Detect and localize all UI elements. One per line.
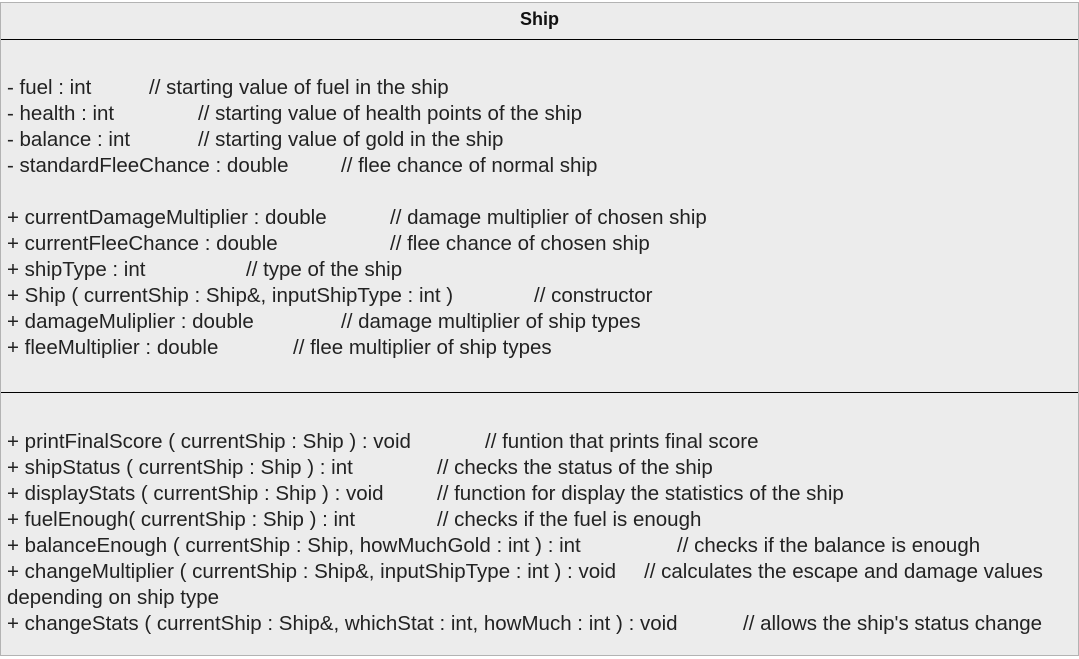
operation-change-stats: + changeStats ( currentShip : Ship&, whi… [7, 611, 1042, 637]
attribute-current-flee-chance: + currentFleeChance : double // flee cha… [7, 231, 650, 257]
attribute-comment: // flee multiplier of ship types [293, 336, 552, 359]
attributes-section: - fuel : int // starting value of fuel i… [1, 40, 1078, 393]
attribute-comment: // flee chance of chosen ship [390, 232, 650, 255]
attribute-signature: + fleeMultiplier : double [7, 336, 219, 359]
operation-ship-status: + shipStatus ( currentShip : Ship ) : in… [7, 455, 713, 481]
attribute-comment: // starting value of health points of th… [198, 102, 583, 125]
class-name: Ship [1, 3, 1078, 40]
operation-change-multiplier: + changeMultiplier ( currentShip : Ship&… [7, 559, 1075, 611]
attribute-fuel: - fuel : int // starting value of fuel i… [7, 75, 449, 101]
attribute-comment: // flee chance of normal ship [341, 154, 598, 177]
attribute-signature: - balance : int [7, 128, 131, 151]
operation-signature: + fuelEnough( currentShip : Ship ) : int [7, 508, 356, 531]
operation-comment: // checks the status of the ship [437, 456, 713, 479]
attribute-signature: + shipType : int [7, 258, 146, 281]
operation-comment: // calculates the escape and damage valu… [7, 560, 1043, 609]
operation-display-stats: + displayStats ( currentShip : Ship ) : … [7, 481, 844, 507]
attribute-signature: - standardFleeChance : double [7, 154, 289, 177]
operation-print-final-score: + printFinalScore ( currentShip : Ship )… [7, 429, 758, 455]
operation-comment: // checks if the fuel is enough [437, 508, 702, 531]
attribute-signature: - fuel : int [7, 76, 92, 99]
operations-section: + printFinalScore ( currentShip : Ship )… [1, 393, 1078, 655]
operation-signature: + changeMultiplier ( currentShip : Ship&… [7, 560, 617, 583]
attribute-comment: // starting value of fuel in the ship [149, 76, 449, 99]
constructor-ship: + Ship ( currentShip : Ship&, inputShipT… [7, 283, 653, 309]
attribute-standard-flee-chance: - standardFleeChance : double // flee ch… [7, 153, 597, 179]
operation-signature: + shipStatus ( currentShip : Ship ) : in… [7, 456, 353, 479]
operation-comment: // checks if the balance is enough [677, 534, 981, 557]
operation-signature: + displayStats ( currentShip : Ship ) : … [7, 482, 384, 505]
attribute-signature: + Ship ( currentShip : Ship&, inputShipT… [7, 284, 454, 307]
attribute-health: - health : int // starting value of heal… [7, 101, 582, 127]
attribute-signature: + currentFleeChance : double [7, 232, 278, 255]
attribute-balance: - balance : int // starting value of gol… [7, 127, 503, 153]
operation-signature: + changeStats ( currentShip : Ship&, whi… [7, 612, 678, 635]
attribute-damage-muliplier: + damageMuliplier : double // damage mul… [7, 309, 641, 335]
attribute-signature: + currentDamageMultiplier : double [7, 206, 327, 229]
operation-comment: // function for display the statistics o… [437, 482, 844, 505]
operation-balance-enough: + balanceEnough ( currentShip : Ship, ho… [7, 533, 980, 559]
attribute-flee-multiplier: + fleeMultiplier : double // flee multip… [7, 335, 552, 361]
operation-signature: + balanceEnough ( currentShip : Ship, ho… [7, 534, 581, 557]
attribute-signature: + damageMuliplier : double [7, 310, 254, 333]
operation-signature: + printFinalScore ( currentShip : Ship )… [7, 430, 411, 453]
attribute-comment: // starting value of gold in the ship [198, 128, 504, 151]
attribute-current-damage-multiplier: + currentDamageMultiplier : double // da… [7, 205, 707, 231]
attribute-comment: // damage multiplier of chosen ship [390, 206, 707, 229]
operation-comment: // allows the ship's status change [743, 612, 1043, 635]
operation-comment: // funtion that prints final score [485, 430, 759, 453]
attribute-ship-type: + shipType : int // type of the ship [7, 257, 402, 283]
attribute-comment: // constructor [534, 284, 653, 307]
attribute-comment: // damage multiplier of ship types [341, 310, 641, 333]
attribute-comment: // type of the ship [246, 258, 403, 281]
operation-fuel-enough: + fuelEnough( currentShip : Ship ) : int… [7, 507, 701, 533]
attribute-signature: - health : int [7, 102, 115, 125]
